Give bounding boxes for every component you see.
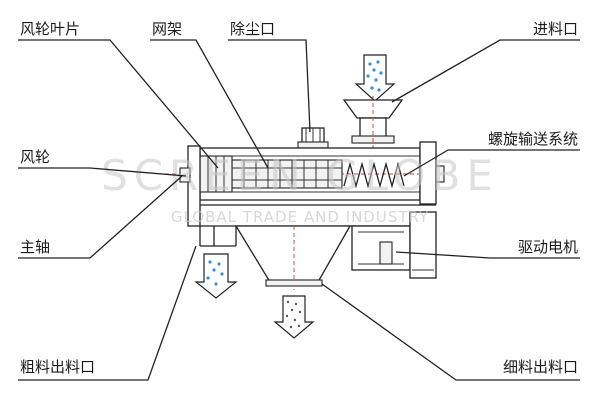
left-end-plate (187, 145, 201, 227)
fine-outlet-arrow-icon (273, 295, 315, 339)
label-fan-blade: 风轮叶片 (20, 20, 80, 38)
dust-outlet-stub (297, 127, 329, 149)
fan-wheel (199, 155, 233, 193)
label-dust-outlet: 除尘口 (230, 20, 275, 38)
label-drive-motor: 驱动电机 (518, 238, 578, 256)
feed-arrow-icon (354, 54, 396, 102)
label-main-shaft: 主轴 (20, 238, 50, 256)
leader-lines (18, 39, 580, 381)
labels: 风轮叶片 网架 除尘口 进料口 风轮 螺旋输送系统 主轴 驱动电机 粗料出料口 … (20, 20, 578, 376)
inlet-hopper (342, 99, 404, 119)
label-screen-frame: 网架 (152, 20, 182, 38)
fine-funnel (234, 225, 352, 283)
screw-conveyor (343, 161, 405, 189)
watermark-subtitle: GLOBAL TRADE AND INDUSTRY (171, 208, 429, 226)
watermark-title: SCREEN GLOBE (101, 151, 499, 200)
label-fan-wheel: 风轮 (20, 148, 50, 166)
label-feed-inlet: 进料口 (533, 20, 578, 38)
watermark: SCREEN GLOBE GLOBAL TRADE AND INDUSTRY (101, 151, 499, 226)
label-coarse-outlet: 粗料出料口 (20, 358, 95, 376)
screen-frame (231, 159, 343, 189)
drive-motor (351, 211, 437, 279)
label-screw-conveyor: 螺旋输送系统 (488, 130, 578, 148)
label-fine-outlet: 细料出料口 (503, 358, 578, 376)
machine-drawing (165, 54, 445, 339)
coarse-outlet-arrow-icon (194, 253, 238, 299)
